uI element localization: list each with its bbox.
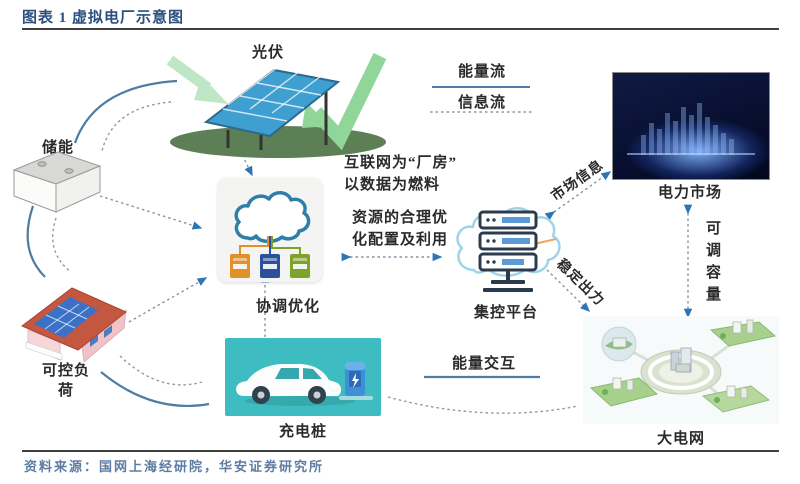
bottom-rule (22, 450, 779, 452)
aggregation-hub-card (218, 178, 322, 282)
platform-label: 集控平台 (473, 305, 538, 321)
arc-pv-storage-info (101, 101, 172, 152)
source-note: 资料来源：国网上海经研院，华安证券研究所 (24, 459, 325, 474)
energy-interaction-label: 能量交互 (451, 356, 516, 372)
cloud-hub-icon (230, 191, 311, 278)
car-hub (313, 391, 321, 399)
house-panel-grid (44, 303, 90, 334)
internet-note-line2: 以数据为燃料 (344, 177, 441, 193)
battery-terminal (37, 161, 47, 167)
resource-note-line2: 化配置及利用 (352, 232, 449, 248)
car-hub (257, 391, 265, 399)
grid-corner-tiles (589, 319, 777, 413)
electricity-market-image (612, 72, 770, 180)
battery-terminal (64, 168, 74, 174)
control-platform-illustration (456, 207, 561, 292)
car-window-rear (275, 368, 299, 379)
resource-box-blue (260, 254, 280, 278)
arc-storage-load-info (52, 217, 72, 273)
arc-load-charger-info (119, 355, 203, 386)
charging-pile-image (225, 338, 381, 416)
solar-panel-illustration (166, 52, 387, 158)
internet-note-line1: 互联网为“厂房” (344, 155, 458, 171)
arc-pv-storage-energy (73, 79, 178, 144)
connector-orange (239, 236, 269, 254)
load-label-line1: 可控负 (41, 363, 90, 379)
resource-box-green (290, 254, 310, 278)
storage-label: 储能 (42, 140, 75, 156)
arrow-pv-cloud (239, 149, 253, 177)
figure-title: 图表 1 虚拟电厂示意图 (22, 10, 185, 26)
resource-note-line1: 资源的合理优 (352, 210, 449, 226)
arrow-platform-market (544, 171, 612, 221)
adjustable-capacity-label: 可调容量 (704, 220, 720, 308)
arc-charger-grid-info (387, 396, 579, 414)
arrow-load-cloud (128, 277, 208, 323)
ev-car-icon (236, 362, 373, 406)
house-fence (25, 341, 63, 361)
pv-label: 光伏 (252, 45, 285, 61)
check-arrow-head (302, 102, 330, 128)
charger-base (339, 396, 373, 400)
resource-box-orange (230, 254, 250, 278)
house-solar-panel (34, 297, 98, 338)
lightning-bolt-icon (352, 373, 359, 388)
battery-illustration (12, 151, 102, 213)
car-window-front (303, 368, 322, 379)
arc-storage-load-energy (26, 205, 46, 278)
grid-globe-building (612, 337, 627, 348)
sun-arrow-head (194, 76, 228, 104)
market-bars-decoration (627, 103, 755, 155)
car-shadow (245, 396, 355, 406)
platform-orange-link (533, 238, 557, 245)
legend-info-label: 信息流 (457, 95, 506, 111)
coordination-label: 协调优化 (256, 299, 321, 315)
market-label: 电力市场 (657, 185, 722, 201)
load-label-line2: 荷 (57, 383, 74, 399)
top-rule (22, 28, 779, 30)
arrow-storage-cloud (99, 195, 203, 230)
grid-center-buildings (670, 347, 692, 373)
pv-grid-lines (222, 56, 334, 122)
big-grid-illustration (583, 316, 779, 424)
house-illustration (21, 287, 127, 363)
arc-load-charger-energy (100, 371, 210, 408)
charger-label: 充电桩 (278, 424, 327, 440)
battery-side (55, 165, 101, 213)
connector-green (271, 236, 301, 254)
grid-label: 大电网 (656, 431, 705, 447)
cloud-outline-icon (234, 191, 311, 244)
charger-top (345, 362, 365, 370)
server-stack-icon (478, 210, 538, 292)
legend-energy-label: 能量流 (457, 64, 506, 80)
charger-cable (328, 385, 340, 393)
